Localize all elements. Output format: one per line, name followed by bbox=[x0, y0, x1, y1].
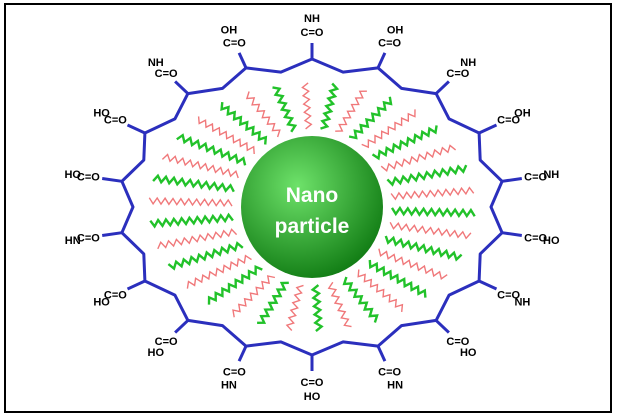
ligand-chain bbox=[148, 196, 233, 208]
group-label: HO bbox=[460, 347, 477, 359]
ligand-chain bbox=[245, 91, 281, 138]
carbonyl-label: C=O bbox=[155, 336, 178, 348]
group-label: HO bbox=[64, 169, 81, 181]
carbonyl-label: C=O bbox=[497, 290, 520, 302]
group-label: HN bbox=[221, 380, 237, 392]
carbonyl-label: C=O bbox=[223, 366, 246, 378]
group-label: HO bbox=[93, 297, 110, 309]
group-label: OH bbox=[514, 108, 531, 120]
carbonyl-label: C=O bbox=[223, 38, 246, 50]
ligand-chain bbox=[327, 281, 352, 328]
ligand-chain bbox=[257, 281, 289, 324]
carbonyl-label: C=O bbox=[446, 68, 469, 80]
ligand-chain bbox=[167, 241, 244, 271]
ligand-chain bbox=[232, 275, 276, 318]
ligand-chain bbox=[348, 96, 393, 140]
ligand-chain bbox=[161, 153, 239, 179]
stem-bond bbox=[501, 177, 523, 183]
ligand-chains bbox=[148, 82, 476, 333]
group-label: OH bbox=[387, 24, 404, 36]
ligand-chain bbox=[197, 116, 255, 155]
polymer-backbone bbox=[101, 43, 523, 371]
core-label-line1: Nano bbox=[286, 184, 339, 207]
ligand-chain bbox=[186, 254, 252, 289]
group-label: HO bbox=[543, 235, 560, 247]
ligand-chain bbox=[152, 173, 235, 193]
stem-bond bbox=[435, 80, 450, 95]
stem-bond bbox=[478, 123, 498, 135]
stem-bond bbox=[174, 80, 189, 95]
stem-bond bbox=[478, 279, 498, 291]
ligand-chain bbox=[176, 133, 247, 166]
stem-bond bbox=[101, 177, 123, 183]
stem-bond bbox=[376, 345, 387, 362]
group-label: NH bbox=[304, 13, 320, 25]
group-label: NH bbox=[514, 297, 530, 309]
ligand-chain bbox=[389, 221, 472, 240]
carbonyl-label: C=O bbox=[301, 377, 324, 389]
stem-bond bbox=[435, 319, 450, 334]
group-label: HO bbox=[148, 347, 165, 359]
carbonyl-label: C=O bbox=[378, 38, 401, 50]
ligand-chain bbox=[390, 205, 476, 219]
ligand-chain bbox=[157, 228, 238, 250]
nanoparticle-core bbox=[241, 136, 383, 278]
functional-groups: C=ONHC=OOHC=ONHC=OOHC=ONHC=OHOC=ONHC=OHO… bbox=[64, 13, 560, 403]
carbonyl-label: C=O bbox=[301, 27, 324, 39]
ligand-chain bbox=[384, 235, 463, 262]
ligand-chain bbox=[390, 186, 475, 201]
ligand-chain bbox=[371, 125, 438, 161]
ligand-chain bbox=[378, 248, 448, 280]
carbonyl-label: C=O bbox=[77, 232, 100, 244]
stem-bond bbox=[126, 123, 146, 135]
core-label-line2: particle bbox=[275, 215, 350, 238]
group-label: HN bbox=[387, 380, 403, 392]
stem-bond bbox=[101, 231, 123, 237]
ligand-chain bbox=[357, 269, 404, 312]
carbonyl-label: C=O bbox=[378, 366, 401, 378]
ligand-chain bbox=[320, 82, 340, 130]
ligand-chain bbox=[207, 264, 263, 305]
stem-bond bbox=[126, 279, 146, 291]
carbonyl-label: C=O bbox=[524, 232, 547, 244]
carbonyl-label: C=O bbox=[77, 172, 100, 184]
ligand-chain bbox=[380, 144, 457, 173]
group-label: HO bbox=[93, 108, 110, 120]
carbonyl-label: C=O bbox=[497, 115, 520, 127]
carbonyl-label: C=O bbox=[104, 290, 127, 302]
stem-bond bbox=[174, 319, 189, 334]
ligand-chain bbox=[310, 284, 324, 333]
carbonyl-label: C=O bbox=[155, 68, 178, 80]
ligand-chain bbox=[368, 259, 427, 298]
stem-bond bbox=[376, 52, 387, 69]
ligand-chain bbox=[301, 82, 313, 130]
group-label: NH bbox=[460, 57, 476, 69]
stem-bond bbox=[237, 52, 248, 69]
ligand-chain bbox=[361, 109, 416, 149]
ligand-chain bbox=[285, 284, 304, 331]
group-label: NH bbox=[148, 57, 164, 69]
stem-bond bbox=[237, 345, 248, 362]
carbonyl-label: C=O bbox=[524, 172, 547, 184]
stem-bond bbox=[501, 231, 523, 237]
group-label: OH bbox=[221, 24, 238, 36]
ligand-chain bbox=[386, 164, 468, 187]
ligand-chain bbox=[335, 90, 367, 132]
ligand-chain bbox=[272, 86, 298, 133]
ligand-chain bbox=[220, 101, 268, 145]
group-label: HN bbox=[65, 235, 81, 247]
group-label: HO bbox=[304, 391, 321, 403]
group-label: NH bbox=[543, 169, 559, 181]
carbonyl-label: C=O bbox=[104, 115, 127, 127]
ligand-chain bbox=[342, 276, 379, 323]
carbonyl-label: C=O bbox=[446, 336, 469, 348]
ligand-chain bbox=[149, 212, 234, 229]
